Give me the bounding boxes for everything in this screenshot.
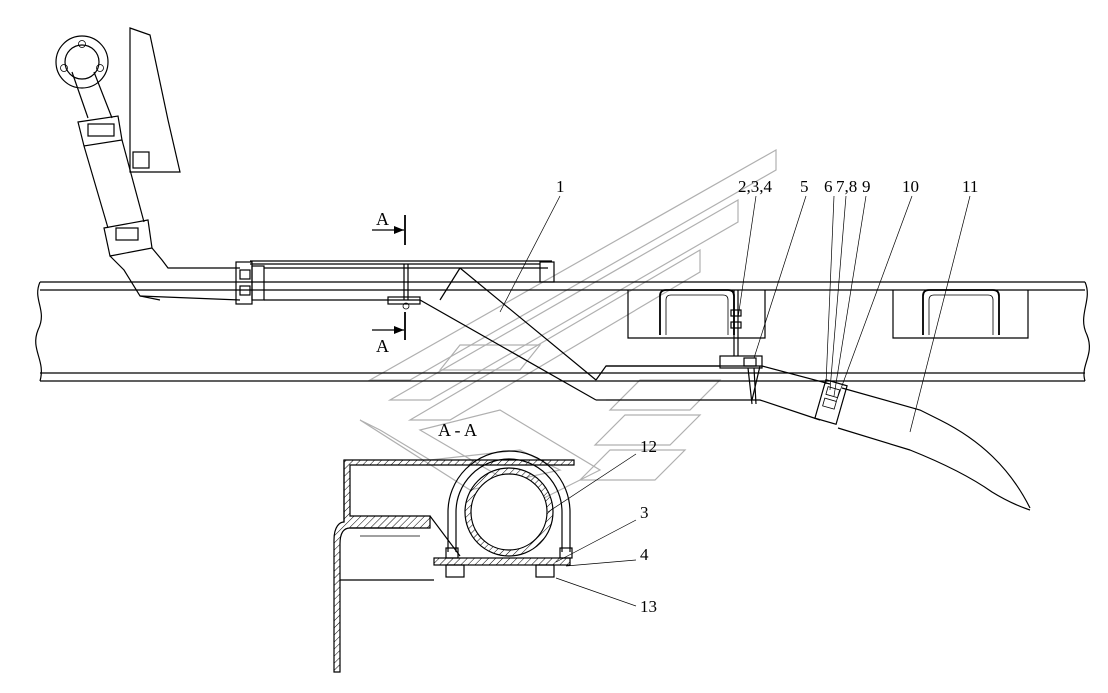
frame-rail [35,281,1090,382]
pipe-clamp [235,261,265,305]
callout-10: 10 [902,177,919,196]
callout-1: 1 [556,177,565,196]
callout-11: 11 [962,177,978,196]
callout-labels: 1 2,3,4 5 6 7,8 9 10 11 12 3 4 13 [556,177,978,616]
section-mark-top: A [372,209,406,245]
engine-bracket [129,27,181,173]
callout-12: 12 [640,437,657,456]
section-label-top: A [376,209,389,229]
rear-support [719,290,763,405]
callout-9: 9 [862,177,871,196]
section-view: A - A [333,420,575,673]
watermark-logo [359,148,777,501]
section-title: A - A [438,420,477,440]
cross-member-2 [892,289,1029,339]
muffler-outlet [837,387,1031,511]
manifold-flange [55,35,113,119]
callout-3: 3 [640,503,649,522]
callout-5: 5 [800,177,809,196]
callout-7-8: 7,8 [836,177,857,196]
callout-2-3-4: 2,3,4 [738,177,773,196]
cross-member-1 [627,289,766,339]
front-exhaust-pipe [77,115,241,301]
main-pipe [250,260,720,401]
tail-pipe [606,365,848,425]
callout-6: 6 [824,177,833,196]
hanger-bracket [387,264,421,310]
section-label-bottom: A [376,336,389,356]
callout-13: 13 [640,597,657,616]
callout-4: 4 [640,545,649,564]
callout-leaders [499,195,971,607]
section-mark-bottom: A [372,312,406,356]
